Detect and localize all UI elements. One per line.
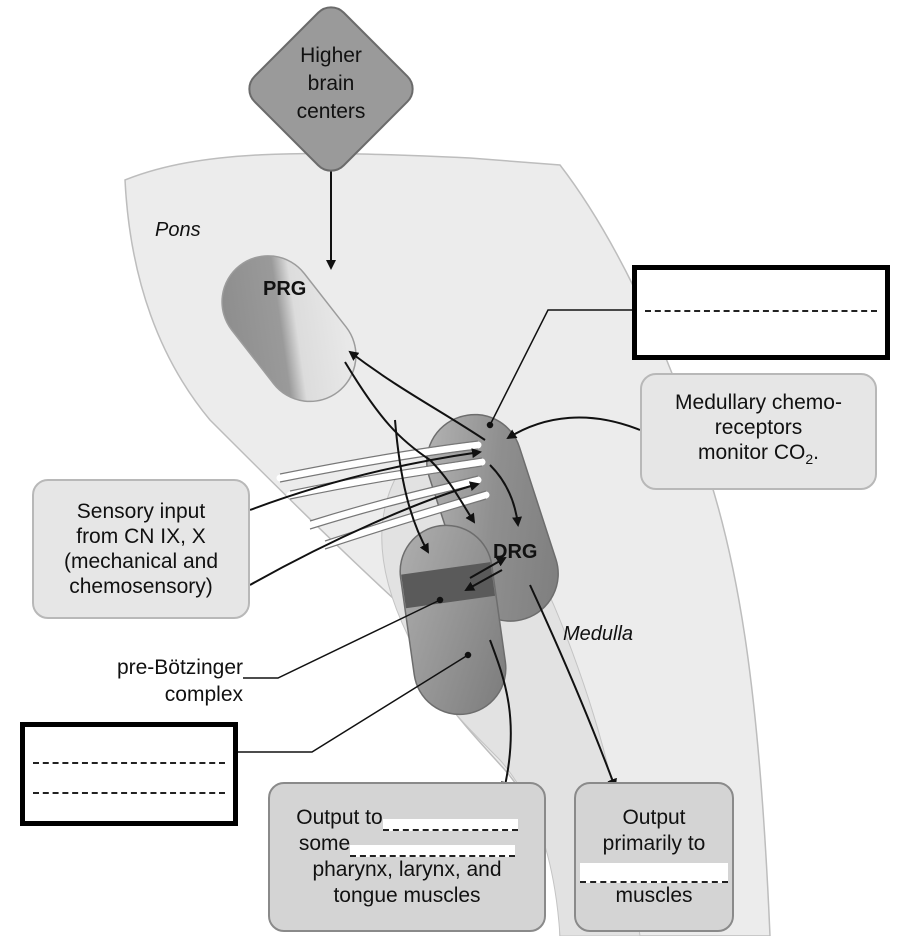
medulla-label: Medulla (563, 622, 633, 646)
answer-blank-line (645, 310, 877, 312)
output-left-blank-1[interactable] (383, 819, 518, 831)
vrg-answer-box[interactable] (20, 722, 238, 826)
pre-botzinger-label: pre-Bötzinger complex (50, 654, 243, 708)
higher-brain-centers-label: Higher brain centers (281, 42, 381, 126)
answer-blank-line-2 (33, 792, 225, 794)
drg-answer-box[interactable] (632, 265, 890, 360)
sensory-input-box: Sensory input from CN IX, X (mechanical … (32, 479, 250, 619)
drg-label: DRG (493, 540, 537, 564)
chemoreceptors-box: Medullary chemo- receptors monitor CO2. (640, 373, 877, 490)
output-right-box: Output primarily to muscles (574, 782, 734, 932)
pons-label: Pons (155, 218, 201, 242)
output-left-box: Output to some pharynx, larynx, and tong… (268, 782, 546, 932)
output-right-blank[interactable] (580, 863, 728, 883)
output-left-blank-2[interactable] (350, 845, 515, 857)
prg-label: PRG (263, 277, 306, 301)
answer-blank-line-1 (33, 762, 225, 764)
